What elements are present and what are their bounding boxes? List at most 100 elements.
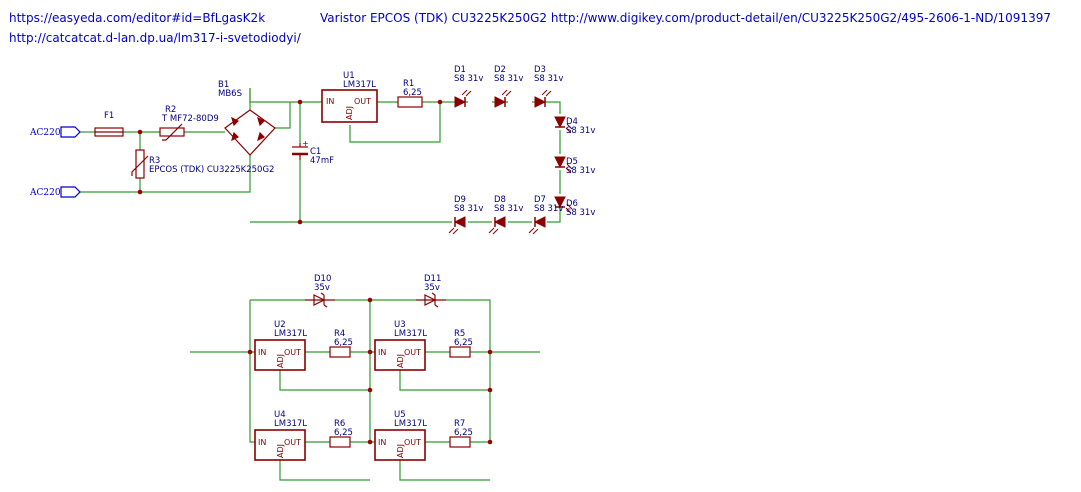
regulator-value: LM317L <box>274 329 307 339</box>
regulator-ref: U4 <box>274 410 286 420</box>
easyeda-link[interactable]: https://easyeda.com/editor#id=BfLgasK2k <box>9 11 266 25</box>
thermistor-r2: R2 T MF72-80D9 <box>159 105 219 141</box>
resistor-r6: R6 6,25 <box>329 419 353 448</box>
bridge-value: MB6S <box>218 89 242 99</box>
capacitor-ref: C1 <box>310 147 321 157</box>
led-emission-arrows <box>541 89 552 97</box>
pin-in: IN <box>378 348 386 357</box>
led-ref: D2 <box>494 65 506 75</box>
junction-dot <box>367 439 373 445</box>
pin-adj: ADJ <box>396 354 405 368</box>
led-ref: D7 <box>534 195 546 205</box>
zener-value: 35v <box>424 283 440 293</box>
led-value: S8 31v <box>534 204 563 214</box>
junctions <box>137 99 493 445</box>
led-body <box>534 96 547 108</box>
led-ref: D8 <box>494 195 506 205</box>
pin-out: OUT <box>284 348 301 357</box>
resistor-r7: R7 6,25 <box>449 419 473 448</box>
junction-dot <box>137 129 143 135</box>
led-emission-arrows <box>565 203 573 214</box>
regulator-u4: IN OUT ADJ U4 LM317L <box>254 410 307 461</box>
regulator-value: LM317L <box>394 329 427 339</box>
bottom-wires <box>190 299 540 481</box>
led-ref: D3 <box>534 65 546 75</box>
source-link[interactable]: http://catcatcat.d-lan.dp.ua/lm317-i-sve… <box>9 31 301 45</box>
resistor-r1: R1 6,25 <box>397 79 423 108</box>
led-emission-arrows <box>488 227 499 235</box>
pin-adj: ADJ <box>276 444 285 458</box>
regulator-ref: U1 <box>343 71 355 81</box>
junction-dot <box>487 439 493 445</box>
pin-out: OUT <box>354 97 371 106</box>
fuse-ref: F1 <box>104 111 114 121</box>
regulator-value: LM317L <box>274 419 307 429</box>
varistor-ref: R3 <box>149 156 160 166</box>
zener-value: 35v <box>314 283 330 293</box>
varistor-link[interactable]: Varistor EPCOS (TDK) CU3225K250G2 http:/… <box>320 11 1051 25</box>
junction-dot <box>297 99 303 105</box>
thermistor-ref: R2 <box>165 105 176 115</box>
led-body <box>554 116 566 129</box>
resistor-value: 6,25 <box>454 428 473 438</box>
resistor-value: 6,25 <box>334 428 353 438</box>
pin-in: IN <box>258 438 266 447</box>
net-label-text: AC220 <box>29 128 61 138</box>
led-body <box>554 156 566 169</box>
pin-out: OUT <box>404 348 421 357</box>
net-label-ac-1: AC220 <box>29 126 81 138</box>
pin-adj: ADJ <box>276 354 285 368</box>
regulator-value: LM317L <box>343 80 376 90</box>
regulator-u5: IN OUT ADJ U5 LM317L <box>374 410 427 461</box>
capacitor-polarity: + <box>302 139 309 148</box>
zener-ref: D11 <box>424 274 441 284</box>
led-ref: D6 <box>566 199 578 209</box>
led-value: S8 31v <box>494 74 523 84</box>
thermistor-value: T MF72-80D9 <box>161 114 219 124</box>
fuse-f1: F1 <box>94 111 124 137</box>
regulator-ref: U2 <box>274 320 286 330</box>
led-value: S8 31v <box>566 208 595 218</box>
varistor-r3: R3 EPCOS (TDK) CU3225K250G2 <box>131 149 274 179</box>
net-label-ac-2: AC220 <box>29 186 81 198</box>
junction-dot <box>137 189 143 195</box>
led-emission-arrows <box>565 123 573 134</box>
led-value: S8 31v <box>566 166 595 176</box>
led-emission-arrows <box>528 227 539 235</box>
led-emission-arrows <box>501 89 512 97</box>
resistor-ref: R6 <box>334 419 345 429</box>
junction-dot <box>367 349 373 355</box>
junction-dot <box>367 297 373 303</box>
junction-dot <box>487 387 493 393</box>
junction-dot <box>247 349 253 355</box>
resistor-value: 6,25 <box>454 338 473 348</box>
led-body <box>554 196 566 209</box>
junction-dot <box>437 99 443 105</box>
regulator-value: LM317L <box>394 419 427 429</box>
varistor-value: EPCOS (TDK) CU3225K250G2 <box>149 165 274 175</box>
pin-adj: ADJ <box>345 106 354 120</box>
led-body <box>493 216 506 228</box>
pin-adj: ADJ <box>396 444 405 458</box>
zener-ref: D10 <box>314 274 331 284</box>
pin-in: IN <box>326 97 334 106</box>
junction-dot <box>367 387 373 393</box>
regulator-u1: IN OUT ADJ U1 LM317L <box>321 71 378 123</box>
led-ref: D1 <box>454 65 466 75</box>
resistor-ref: R7 <box>454 419 465 429</box>
bridge-ref: B1 <box>218 80 229 90</box>
pin-out: OUT <box>284 438 301 447</box>
resistor-ref: R1 <box>403 79 414 89</box>
pin-in: IN <box>258 348 266 357</box>
resistor-ref: R5 <box>454 329 465 339</box>
led-value: S8 31v <box>494 204 523 214</box>
resistor-value: 6,25 <box>334 338 353 348</box>
zener-diode-d10: D10 35v <box>305 274 335 308</box>
